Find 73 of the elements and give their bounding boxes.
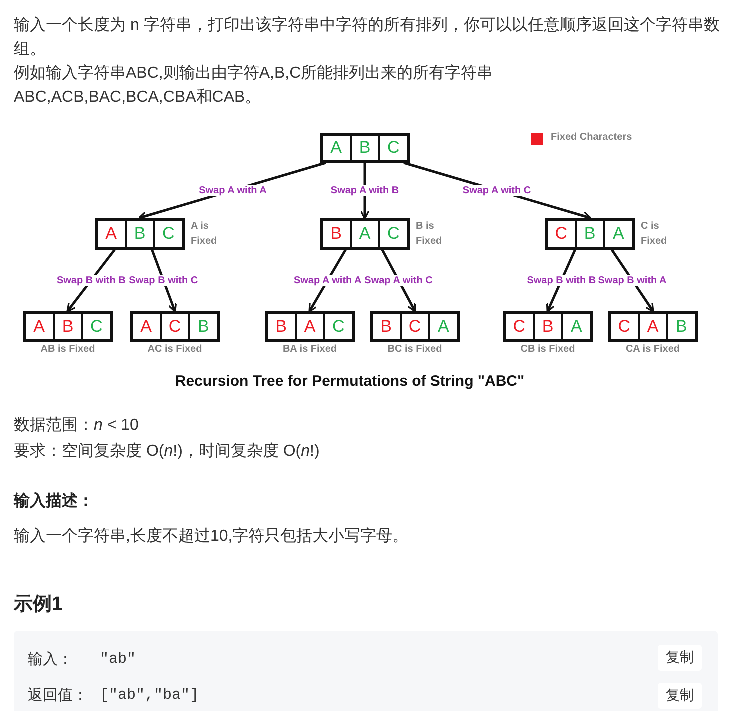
- figure-caption: Recursion Tree for Permutations of String "ABC": [174, 373, 526, 390]
- array-cell: B: [666, 314, 696, 339]
- edge-label: Swap A with A: [198, 185, 268, 196]
- section-heading: 示例1: [14, 593, 64, 617]
- fixed-note: AB is Fixed: [40, 343, 96, 357]
- fixed-note: A is Fixed: [191, 220, 218, 249]
- section-heading: 输入描述：: [14, 491, 95, 512]
- array-cell-text: A: [330, 137, 343, 159]
- fixed-note: AC is Fixed: [146, 343, 204, 357]
- array-cell: B: [52, 314, 82, 339]
- copy-button: 复制: [658, 645, 702, 671]
- legend-label: Fixed Characters: [551, 132, 632, 143]
- array-cell: A: [638, 314, 666, 339]
- array-box: [503, 311, 593, 342]
- arrow: [611, 249, 654, 313]
- array-box: [545, 218, 635, 250]
- array-cell: C: [323, 314, 352, 339]
- text-line: 例如输入字符串ABC,则输出由字符A,B,C所能排列出来的所有字符串ABC,ACB,BAC,BCA,CBA和CAB。: [14, 64, 494, 108]
- array-cell-text: A: [32, 316, 46, 338]
- edge-label: Swap B with B: [526, 275, 598, 286]
- array-cell-text: A: [104, 223, 118, 245]
- array-cell: B: [124, 221, 154, 247]
- array-box: [320, 133, 410, 163]
- array-cell: C: [160, 314, 188, 339]
- text-line: 要求：空间复杂度 O(n!)，时间复杂度 O(n!): [14, 442, 321, 462]
- array-cell: B: [532, 314, 562, 339]
- arrow: [381, 249, 416, 313]
- array-cell-text: B: [380, 316, 393, 338]
- array-cell: A: [603, 221, 632, 247]
- array-box: [95, 218, 185, 250]
- array-cell-text: C: [512, 316, 526, 338]
- array-cell: C: [400, 314, 428, 339]
- fixed-note: C is Fixed: [641, 220, 668, 249]
- fixed-note: CA is Fixed: [624, 343, 682, 357]
- code-value: ["ab","ba"]: [100, 686, 200, 706]
- array-cell: B: [574, 221, 604, 247]
- edge-label: Swap A with C: [462, 185, 532, 196]
- array-cell-text: B: [274, 316, 288, 338]
- edge-label: Swap B with C: [128, 275, 200, 286]
- fixed-note: BC is Fixed: [386, 343, 444, 357]
- array-cell: B: [188, 314, 218, 339]
- array-cell-text: B: [330, 223, 343, 245]
- array-box: [370, 311, 460, 342]
- array-cell: A: [294, 314, 324, 339]
- edge-label: Swap A with A: [292, 275, 363, 286]
- array-cell: A: [350, 221, 378, 247]
- fixed-note: CB is Fixed: [520, 343, 576, 357]
- array-cell-text: C: [617, 316, 632, 338]
- array-cell: C: [378, 221, 408, 247]
- array-box: [608, 311, 698, 342]
- array-cell: C: [378, 136, 408, 160]
- array-box: [23, 311, 113, 342]
- edge-label: Swap A with B: [330, 185, 400, 196]
- array-box: [320, 218, 410, 250]
- code-value: "ab": [100, 650, 138, 670]
- array-cell: C: [81, 314, 110, 339]
- array-cell-text: C: [554, 223, 568, 245]
- array-cell: A: [561, 314, 590, 339]
- edge-label: Swap A with C: [364, 275, 434, 286]
- array-cell: B: [350, 136, 378, 160]
- text-line: 数据范围：n < 10: [14, 416, 140, 436]
- array-cell-text: A: [140, 316, 153, 338]
- copy-button: 复制: [658, 683, 702, 709]
- array-box: [265, 311, 355, 342]
- array-cell: A: [428, 314, 458, 339]
- text-line: 输入一个字符串,长度不超过10,字符只包括大小写字母。: [14, 526, 410, 547]
- edge-label: Swap B with A: [597, 275, 668, 286]
- edge-label: Swap B with B: [56, 275, 127, 286]
- array-box: [130, 311, 220, 342]
- fixed-note: BA is Fixed: [282, 343, 338, 357]
- array-cell: C: [153, 221, 182, 247]
- fixed-note: B is Fixed: [416, 220, 444, 249]
- text-line: 输入一个长度为 n 字符串，打印出该字符串中字符的所有排列，你可以以任意顺序返回这个字符串数组。: [14, 16, 720, 60]
